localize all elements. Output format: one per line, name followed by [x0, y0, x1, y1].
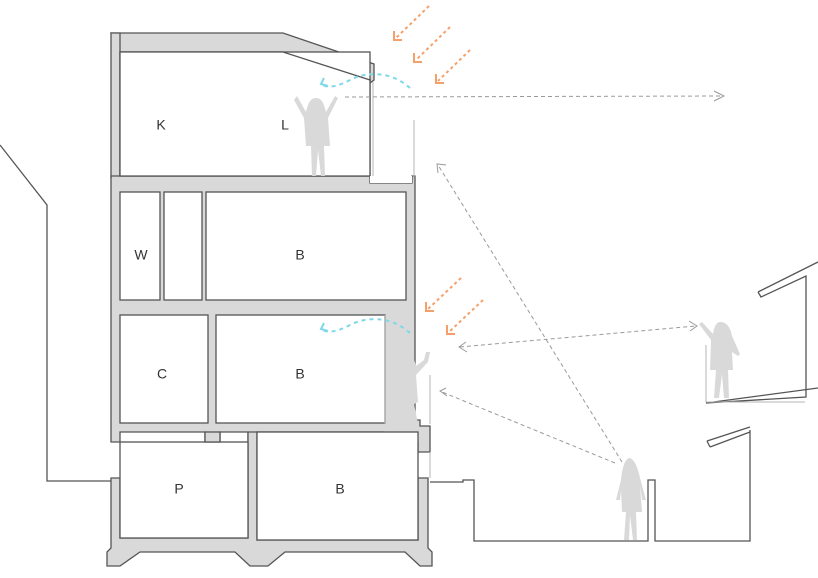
lower-glazing	[384, 315, 431, 478]
neighbor-roof-upper	[705, 261, 818, 404]
arrowhead	[436, 163, 447, 174]
person-icon	[699, 322, 740, 398]
neighbor-outline-left	[0, 144, 111, 482]
person-icon	[294, 96, 338, 176]
person-icon	[397, 352, 430, 424]
neighbor-roof-lower	[706, 426, 751, 448]
room-basement-bedroom	[256, 431, 419, 541]
room-wc	[119, 191, 161, 301]
room-closet	[119, 314, 209, 424]
upper-shell	[110, 32, 121, 179]
upper-glazing	[372, 82, 415, 180]
airflow-arrows	[319, 73, 411, 334]
room-label-basement-bedroom: B	[335, 481, 344, 497]
room-label-wc: W	[134, 247, 148, 263]
room-label-bedroom-2: B	[295, 247, 304, 263]
room-label-bedroom-1: B	[295, 366, 304, 382]
sightline-up-left	[437, 164, 623, 463]
roof-underside	[119, 51, 371, 177]
room-label-parking: P	[174, 481, 183, 497]
room-label-living: L	[281, 117, 289, 133]
sightline-neighbors	[459, 325, 697, 348]
arrowhead	[439, 387, 448, 397]
room-parking	[119, 441, 249, 539]
sightline-left	[441, 391, 616, 464]
neighbor-balcony	[705, 387, 818, 404]
sunlight-arrows	[393, 5, 484, 335]
person-icon	[616, 458, 646, 540]
room-bedroom-1	[215, 314, 386, 424]
room-shaft	[163, 191, 203, 301]
room-label-kitchen: K	[156, 117, 166, 133]
room-bedroom-2	[205, 191, 407, 301]
arrowhead	[713, 90, 726, 102]
basement-walls	[106, 431, 433, 567]
arrowhead	[458, 320, 698, 353]
sightline-horizon	[344, 95, 723, 98]
room-label-closet: C	[157, 366, 167, 382]
neighbor-balcony-rail	[705, 345, 805, 403]
courtyard-outline	[430, 430, 751, 542]
